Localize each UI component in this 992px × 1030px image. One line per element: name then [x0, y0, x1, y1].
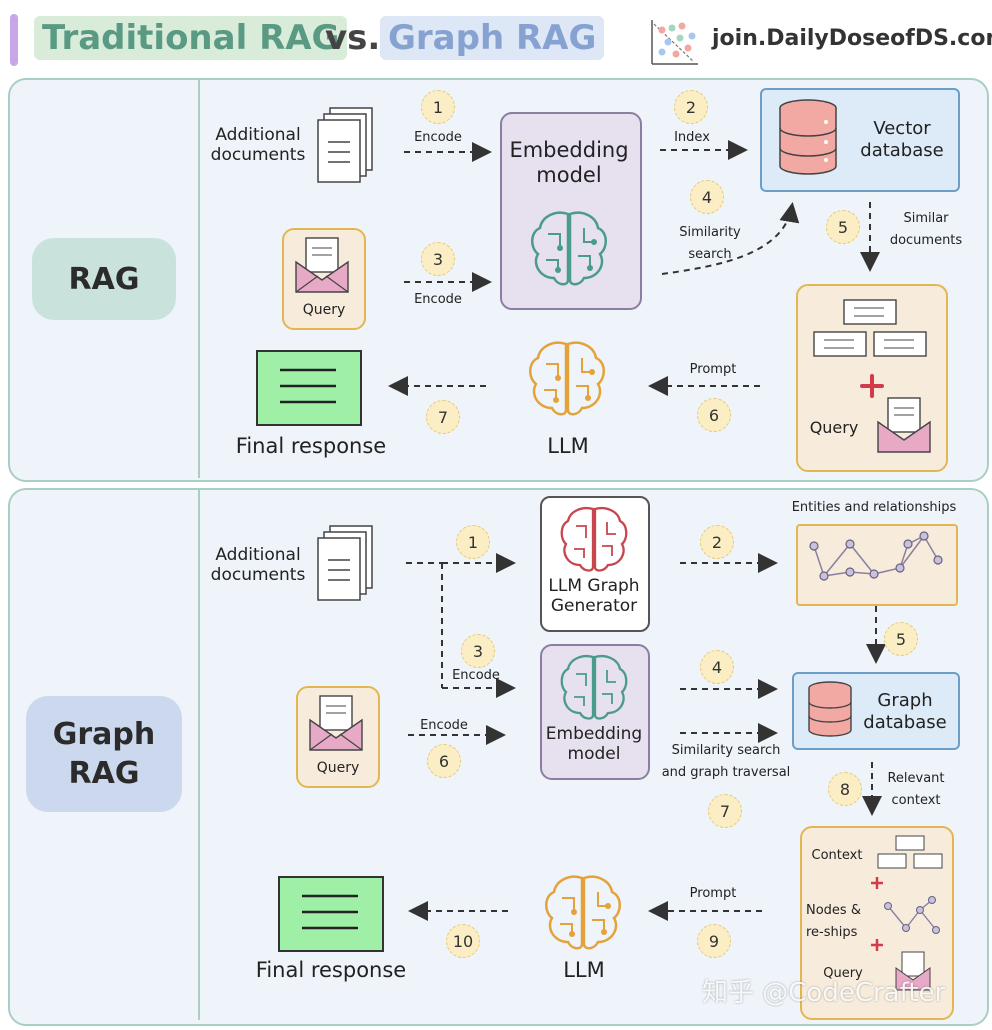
rag-divider: [198, 80, 200, 478]
graph-database-label: Graph database: [863, 690, 947, 733]
graph-final-response-doc: [278, 876, 384, 952]
database-icon: [779, 99, 837, 175]
graph-embedding-model-label: Embedding model: [545, 724, 643, 765]
graph-encode-6-label: Encode: [420, 718, 468, 733]
llm-graph-generator-label: LLM Graph Generator: [548, 576, 640, 617]
document-icon: [317, 525, 373, 601]
relevant-context-label: Relevant context: [887, 771, 945, 809]
response-lines-icon: [280, 368, 336, 404]
envelope-icon: [895, 951, 931, 991]
rag-final-response-doc: [256, 350, 362, 426]
rag-step-4: 4: [690, 180, 724, 214]
graph-step-2: 2: [700, 525, 734, 559]
similarity-traversal-label: Similarity search and graph traversal: [661, 743, 791, 781]
graph-step-9: 9: [697, 924, 731, 958]
plus-icon: [871, 877, 883, 889]
graph-icon: [884, 896, 940, 934]
graph-step-3: 3: [461, 634, 495, 668]
graph-context-label: Context: [811, 848, 863, 863]
rag-encode-3-label: Encode: [414, 292, 462, 307]
rag-similar-documents-label: Similar documents: [889, 211, 963, 249]
title-traditional-rag: Traditional RAG: [34, 16, 348, 60]
site-url: join.DailyDoseofDS.com: [712, 26, 992, 51]
context-docs-icon: [877, 835, 943, 869]
brain-icon: [560, 507, 628, 572]
rag-step-7: 7: [426, 400, 460, 434]
watermark: 知乎 @CodeCrafter: [702, 978, 946, 1008]
graph-step-1: 1: [456, 525, 490, 559]
brain-icon: [529, 341, 605, 416]
title-graph-rag: Graph RAG: [380, 16, 605, 60]
entities-graph-box: [796, 524, 958, 606]
rag-encode-1-label: Encode: [414, 130, 462, 145]
graph-step-8: 8: [828, 772, 862, 806]
graph-additional-documents-label: Additional documents: [210, 545, 306, 586]
brain-icon: [560, 655, 628, 720]
plus-icon: [871, 939, 883, 951]
graph-rag-badge: Graph RAG: [26, 696, 182, 812]
database-icon: [808, 681, 852, 737]
entities-relationships-label: Entities and relationships: [791, 500, 957, 515]
graph-step-7: 7: [708, 794, 742, 828]
graph-rag-divider: [198, 490, 200, 1020]
rag-query-label: Query: [302, 302, 346, 318]
envelope-icon: [295, 237, 349, 293]
graph-icon: [809, 531, 943, 581]
graph-final-response-label: Final response: [255, 958, 407, 982]
graph-llm-label: LLM: [563, 958, 605, 982]
graph-step-6: 6: [427, 744, 461, 778]
rag-step-1: 1: [421, 90, 455, 124]
envelope-icon: [877, 397, 931, 453]
scatter-logo-icon: [651, 20, 698, 65]
header-accent-bar: [10, 14, 18, 66]
rag-retrieved-docs-icon: [813, 299, 927, 357]
graph-step-4: 4: [700, 650, 734, 684]
rag-step-6: 6: [697, 398, 731, 432]
rag-embedding-model-label: Embedding model: [509, 138, 629, 188]
rag-badge: RAG: [32, 238, 176, 320]
graph-step-10: 10: [446, 924, 480, 958]
graph-step-5: 5: [884, 622, 918, 656]
rag-index-label: Index: [674, 130, 710, 145]
brain-icon: [545, 875, 621, 950]
rag-step-3: 3: [421, 242, 455, 276]
rag-prompt-label: Prompt: [689, 362, 737, 377]
rag-step-2: 2: [674, 90, 708, 124]
graph-context-query-label: Query: [823, 966, 863, 981]
response-lines-icon: [302, 894, 358, 930]
rag-step-5: 5: [826, 210, 860, 244]
envelope-icon: [309, 695, 363, 751]
document-icon: [317, 107, 373, 183]
rag-context-query-label: Query: [809, 418, 859, 437]
rag-llm-label: LLM: [547, 434, 589, 458]
vector-database-label: Vector database: [860, 118, 944, 161]
graph-nodes-label: Nodes & re-ships: [806, 903, 861, 941]
graph-encode-3-label: Encode: [452, 668, 500, 683]
rag-final-response-label: Final response: [235, 434, 387, 458]
graph-query-label: Query: [316, 760, 360, 776]
graph-prompt-label: Prompt: [689, 886, 737, 901]
rag-similarity-search-label: Similarity search: [679, 225, 741, 263]
brain-icon: [531, 211, 607, 286]
title-vs: vs.: [325, 18, 381, 58]
rag-additional-documents-label: Additional documents: [210, 125, 306, 166]
plus-icon: [860, 374, 884, 398]
